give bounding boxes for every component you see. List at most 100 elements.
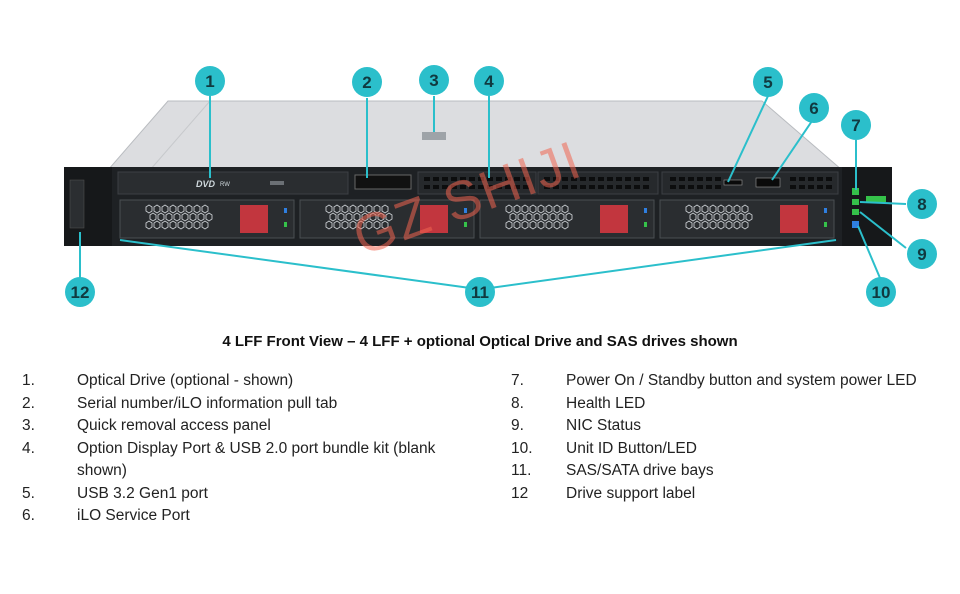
legend-item: 4.Option Display Port & USB 2.0 port bun… — [22, 438, 462, 483]
legend-number: 3. — [22, 415, 77, 438]
vent-slot — [808, 185, 814, 189]
vent-slot — [688, 177, 694, 181]
legend-text: Unit ID Button/LED — [566, 438, 951, 461]
drive-release-handle — [780, 205, 808, 233]
vent-slot — [643, 177, 649, 181]
callout-number: 10 — [872, 283, 891, 302]
callout-number: 9 — [917, 245, 926, 264]
drive-led-green — [284, 222, 287, 227]
drive-release-handle — [240, 205, 268, 233]
callout-8: 8 — [907, 189, 937, 219]
legend-text: iLO Service Port — [77, 505, 462, 528]
vent-slot — [616, 185, 622, 189]
legend-number: 2. — [22, 393, 77, 416]
callout-number: 1 — [205, 72, 214, 91]
nic-led — [852, 209, 859, 215]
callout-6: 6 — [799, 93, 829, 123]
vent-slot — [607, 177, 613, 181]
vent-slot — [799, 177, 805, 181]
vent-slot — [790, 185, 796, 189]
vent-slot — [598, 177, 604, 181]
vent-slot — [670, 185, 676, 189]
legend-item: 5.USB 3.2 Gen1 port — [22, 483, 462, 506]
vent-slot — [625, 177, 631, 181]
vent-slot — [790, 177, 796, 181]
callout-number: 2 — [362, 73, 371, 92]
vent-slot — [616, 177, 622, 181]
legend-text: Option Display Port & USB 2.0 port bundl… — [77, 438, 462, 483]
callout-10: 10 — [866, 277, 896, 307]
vent-slot — [634, 177, 640, 181]
legend-item: 2.Serial number/iLO information pull tab — [22, 393, 462, 416]
legend-number: 7. — [511, 370, 566, 393]
optical-eject — [270, 181, 284, 185]
vent-slot — [688, 185, 694, 189]
vent-slot — [679, 177, 685, 181]
legend-item: 10.Unit ID Button/LED — [511, 438, 951, 461]
ilo-service-port — [756, 178, 780, 187]
diagram-caption: 4 LFF Front View – 4 LFF + optional Opti… — [0, 333, 960, 350]
vent-slot — [607, 185, 613, 189]
vent-slot — [643, 185, 649, 189]
legend-text: SAS/SATA drive bays — [566, 460, 951, 483]
dvd-logo: DVD — [196, 179, 216, 189]
drive-release-handle — [600, 205, 628, 233]
callout-12: 12 — [65, 277, 95, 307]
drive-bay-1 — [120, 200, 294, 238]
legend-text: Optical Drive (optional - shown) — [77, 370, 462, 393]
callout-2: 2 — [352, 67, 382, 97]
legend-item: 3.Quick removal access panel — [22, 415, 462, 438]
legend-item: 11.SAS/SATA drive bays — [511, 460, 951, 483]
chassis-lid — [108, 101, 842, 170]
callout-1: 1 — [195, 66, 225, 96]
legend-right: 7.Power On / Standby button and system p… — [511, 370, 951, 505]
legend-text: Power On / Standby button and system pow… — [566, 370, 951, 393]
vent-slot — [808, 177, 814, 181]
callout-4: 4 — [474, 66, 504, 96]
health-led — [852, 199, 859, 205]
callout-7: 7 — [841, 110, 871, 140]
drive-led-blue — [644, 208, 647, 213]
legend-text: Serial number/iLO information pull tab — [77, 393, 462, 416]
drive-led-blue — [284, 208, 287, 213]
vent-slot — [589, 177, 595, 181]
callout-5: 5 — [753, 67, 783, 97]
legend-text: USB 3.2 Gen1 port — [77, 483, 462, 506]
leader-line-11b — [490, 240, 836, 288]
vent-slot — [715, 185, 721, 189]
legend-left: 1.Optical Drive (optional - shown)2.Seri… — [22, 370, 462, 528]
legend-text: Quick removal access panel — [77, 415, 462, 438]
ilo-usb-panel — [662, 172, 838, 194]
vent-slot — [799, 185, 805, 189]
dvd-sub: RW — [220, 182, 230, 188]
drive-support-label — [70, 180, 84, 228]
right-ear — [842, 167, 892, 246]
legend-number: 11. — [511, 460, 566, 483]
legend-number: 4. — [22, 438, 77, 483]
vent-slot — [625, 185, 631, 189]
drive-led-green — [824, 222, 827, 227]
vent-slot — [634, 185, 640, 189]
vent-slot — [697, 177, 703, 181]
usb-port — [724, 180, 742, 185]
callout-number: 5 — [763, 73, 772, 92]
legend-number: 6. — [22, 505, 77, 528]
callout-number: 8 — [917, 195, 926, 214]
legend-number: 1. — [22, 370, 77, 393]
legend-item: 12Drive support label — [511, 483, 951, 506]
vent-slot — [706, 177, 712, 181]
drive-bay-4 — [660, 200, 834, 238]
legend-text: Drive support label — [566, 483, 951, 506]
legend-item: 6.iLO Service Port — [22, 505, 462, 528]
callout-number: 4 — [484, 72, 494, 91]
drive-led-green — [644, 222, 647, 227]
callout-9: 9 — [907, 239, 937, 269]
vent-slot — [817, 185, 823, 189]
right-pull-tab — [866, 196, 886, 202]
callout-number: 7 — [851, 116, 860, 135]
vent-slot — [598, 185, 604, 189]
legend-number: 8. — [511, 393, 566, 416]
legend-item: 9.NIC Status — [511, 415, 951, 438]
callout-number: 3 — [429, 71, 438, 90]
vent-slot — [817, 177, 823, 181]
